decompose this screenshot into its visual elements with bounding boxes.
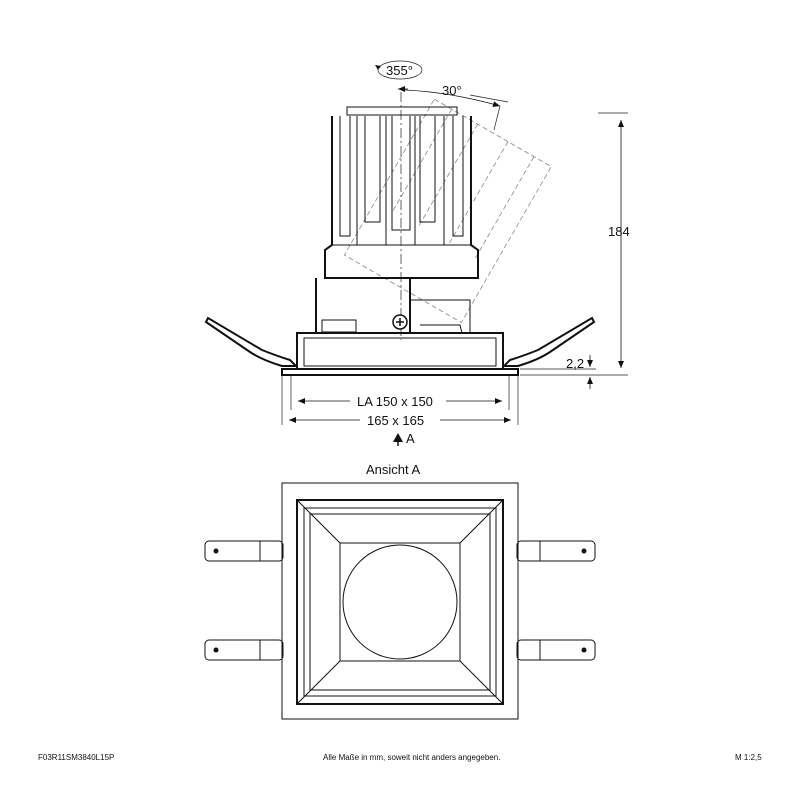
trim-frame — [281, 332, 519, 376]
rotation-indicator: 355° — [375, 60, 423, 92]
front-view-title: Ansicht A — [366, 462, 421, 477]
scale-label: M 1:2,5 — [735, 753, 762, 762]
outer-dimension: 165 x 165 — [281, 376, 519, 428]
cutout-label: LA 150 x 150 — [357, 394, 433, 409]
front-reflector-outer — [296, 499, 504, 705]
tilt-indicator: 30° — [404, 83, 509, 131]
front-right-clips — [516, 540, 596, 661]
dimensions-note: Alle Maße in mm, soweit nicht anders ang… — [323, 753, 500, 762]
tilted-position-outline — [343, 98, 552, 324]
tilt-label: 30° — [442, 83, 462, 98]
mounting-bracket — [315, 278, 471, 334]
front-lens — [342, 544, 458, 660]
cutout-dimension: LA 150 x 150 — [290, 376, 510, 410]
side-view: 355° 30° 184 2,2 LA 1 — [204, 60, 630, 446]
height-label: 184 — [608, 224, 630, 239]
heat-sink — [324, 106, 479, 279]
flange-dimension: 2,2 — [520, 355, 596, 389]
front-left-clips — [204, 540, 284, 661]
article-code: F03R11SM3840L15P — [38, 753, 114, 762]
view-marker: A — [393, 431, 415, 446]
footer: F03R11SM3840L15P Alle Maße in mm, soweit… — [38, 753, 762, 762]
rotation-label: 355° — [386, 63, 413, 78]
front-inner-opening — [339, 542, 461, 662]
left-spring-clip — [204, 316, 299, 367]
front-outer-flange — [281, 482, 519, 720]
right-spring-clip — [501, 316, 596, 367]
view-marker-label: A — [406, 431, 415, 446]
outer-label: 165 x 165 — [367, 413, 424, 428]
front-view: Ansicht A — [204, 462, 596, 720]
height-dimension: 184 — [520, 112, 630, 376]
flange-label: 2,2 — [566, 356, 584, 371]
